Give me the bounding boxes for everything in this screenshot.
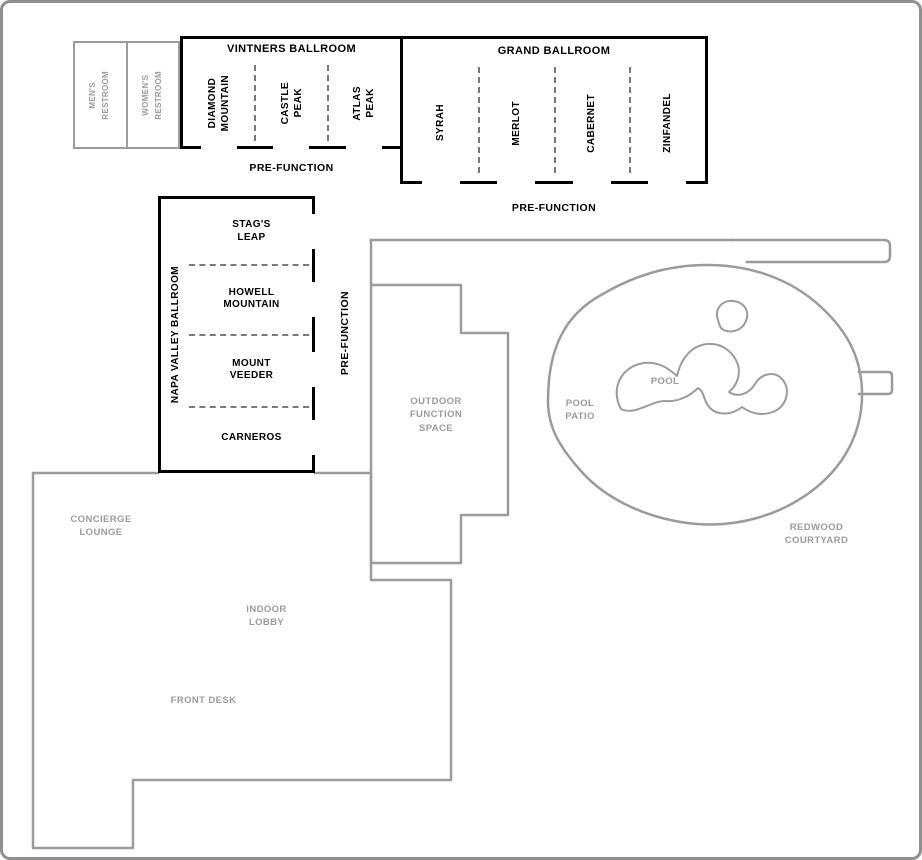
napa-title-wrap: NAPA VALLEY BALLROOM	[161, 199, 189, 470]
room-carneros: CARNEROS	[191, 406, 312, 470]
door-opening	[497, 181, 535, 184]
room-label: DIAMOND MOUNTAIN	[207, 75, 231, 132]
room-label: HOWELL MOUNTAIN	[223, 286, 280, 311]
room-syrah: SYRAH	[403, 65, 478, 181]
prefunction-napa-wrap: PRE-FUNCTION	[334, 283, 356, 383]
womens-restroom-label: WOMEN'S RESTROOM	[140, 70, 163, 120]
room-divider	[189, 264, 309, 266]
door-opening	[422, 181, 460, 184]
room-diamond-mountain: DIAMOND MOUNTAIN	[183, 61, 255, 146]
prefunction-label-grand: PRE-FUNCTION	[511, 202, 597, 214]
room-label: CABERNET	[586, 93, 597, 153]
redwood-courtyard-label: REDWOOD COURTYARD	[784, 522, 849, 547]
room-label: CARNEROS	[221, 431, 282, 443]
room-label: STAG'S LEAP	[232, 219, 271, 243]
room-divider	[554, 67, 556, 173]
door-opening	[573, 181, 611, 184]
room-cabernet: CABERNET	[554, 65, 629, 181]
door-opening	[312, 214, 315, 249]
corridor-outline	[729, 238, 892, 264]
room-mount-veeder: MOUNT VEEDER	[191, 334, 312, 406]
room-divider	[327, 65, 329, 141]
napa-valley-ballroom: NAPA VALLEY BALLROOM STAG'S LEAP HOWELL …	[158, 196, 315, 473]
outdoor-function-space-label: OUTDOOR FUNCTION SPACE	[409, 396, 463, 434]
room-label: ATLAS PEAK	[352, 86, 376, 121]
door-opening	[312, 420, 315, 455]
room-stags-leap: STAG'S LEAP	[191, 199, 312, 264]
room-divider	[629, 67, 631, 173]
door-opening	[201, 146, 237, 149]
door-opening	[273, 146, 309, 149]
room-divider	[254, 65, 256, 141]
pool-patio-outline	[546, 263, 864, 526]
room-divider	[189, 406, 309, 408]
womens-restroom: WOMEN'S RESTROOM	[125, 43, 179, 147]
door-opening	[312, 282, 315, 317]
room-label: MERLOT	[510, 100, 522, 146]
front-desk-label: FRONT DESK	[170, 695, 237, 706]
room-label: SYRAH	[435, 104, 446, 142]
napa-valley-ballroom-title: NAPA VALLEY BALLROOM	[169, 265, 181, 404]
room-label: MOUNT VEEDER	[229, 357, 274, 382]
grand-ballroom: GRAND BALLROOM SYRAH MERLOT CABERNET ZIN…	[400, 36, 708, 184]
room-howell-mountain: HOWELL MOUNTAIN	[191, 264, 312, 334]
room-divider	[189, 334, 309, 336]
door-opening	[648, 181, 686, 184]
restrooms-block: MEN'S RESTROOM WOMEN'S RESTROOM	[73, 41, 180, 149]
grand-ballroom-title: GRAND BALLROOM	[497, 45, 611, 57]
door-opening	[346, 146, 382, 149]
pool-patio-label: POOL PATIO	[565, 398, 595, 423]
vintners-ballroom-title: VINTNERS BALLROOM	[226, 43, 357, 55]
prefunction-label-vintners: PRE-FUNCTION	[249, 162, 334, 174]
room-zinfandel: ZINFANDEL	[629, 65, 705, 181]
mens-restroom: MEN'S RESTROOM	[75, 43, 126, 147]
concierge-lounge-label: CONCIERGE LOUNGE	[70, 514, 132, 539]
room-merlot: MERLOT	[478, 65, 554, 181]
vintners-ballroom: VINTNERS BALLROOM DIAMOND MOUNTAIN CASTL…	[180, 36, 403, 149]
indoor-lobby-label: INDOOR LOBBY	[246, 604, 287, 629]
room-atlas-peak: ATLAS PEAK	[328, 61, 400, 146]
door-opening	[312, 352, 315, 387]
room-castle-peak: CASTLE PEAK	[255, 61, 328, 146]
mens-restroom-label: MEN'S RESTROOM	[88, 70, 111, 120]
room-divider	[478, 67, 480, 173]
room-label: CASTLE PEAK	[279, 82, 304, 125]
room-label: ZINFANDEL	[661, 93, 673, 153]
prefunction-label-napa: PRE-FUNCTION	[339, 290, 351, 376]
spa-outline	[716, 299, 749, 333]
pool-label: POOL	[650, 376, 680, 387]
walkway-stub-outline	[857, 370, 894, 396]
